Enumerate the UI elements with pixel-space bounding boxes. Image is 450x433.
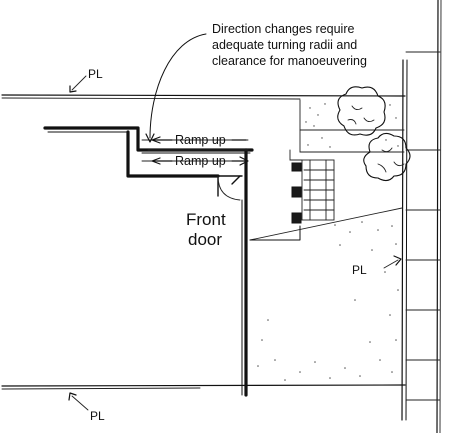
pl-bottom-arrow (68, 392, 89, 411)
planter-strip (299, 99, 405, 153)
note-text-line3: clearance for manoeuvering (212, 54, 367, 68)
front-door-swing (217, 175, 243, 201)
ramp-label-upper: Ramp up (175, 133, 226, 147)
shrub-lower (363, 132, 411, 182)
ramp-arrow-upper (151, 136, 247, 144)
property-line-right (401, 59, 408, 421)
paving-stipple (257, 221, 399, 381)
pl-label-right: PL (352, 263, 367, 277)
pl-label-bottom: PL (90, 409, 105, 423)
shrub-upper (337, 86, 386, 136)
neighbour-building (405, 0, 442, 433)
building-walls (43, 126, 303, 397)
paving-edge (249, 207, 403, 241)
pl-top-arrow (69, 75, 87, 93)
property-line-top (1, 94, 406, 100)
ramp-arrow-lower (151, 156, 249, 166)
ramp-label-lower: Ramp up (175, 154, 226, 168)
entry-steps (291, 159, 335, 224)
note-leader-arrow (145, 33, 207, 143)
property-line-bottom (1, 384, 406, 390)
pl-label-top: PL (88, 67, 103, 81)
note-text-line1: Direction changes require (212, 22, 354, 36)
note-text-line2: adequate turning radii and (212, 38, 357, 52)
front-door-label-line2: door (188, 230, 222, 249)
front-door-label-line1: Front (186, 210, 226, 229)
pl-right-arrow (383, 255, 402, 269)
